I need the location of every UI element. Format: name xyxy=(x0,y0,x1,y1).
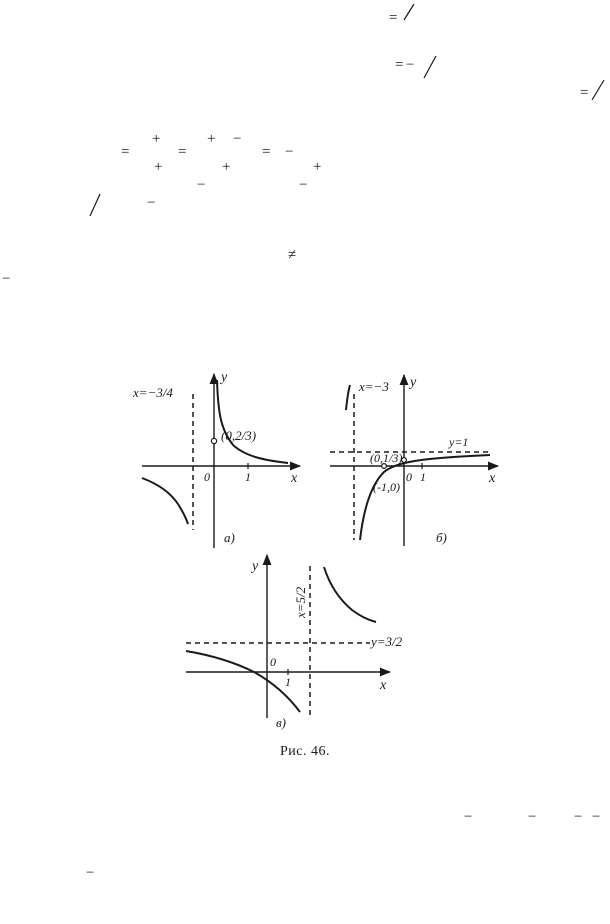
point-label: (0,1/3) xyxy=(370,451,402,465)
figure-caption: Рис. 46. xyxy=(280,744,330,759)
x-axis-label: x xyxy=(379,678,387,693)
curve-right-branch xyxy=(216,379,289,464)
formula-fragment: + xyxy=(152,131,161,147)
y-axis-label: y xyxy=(408,375,417,390)
tick-label: 1 xyxy=(420,470,426,484)
origin-label: 0 xyxy=(270,655,276,669)
asymptote-label: y=1 xyxy=(448,435,468,449)
x-axis-label: x xyxy=(290,471,298,486)
slash-mark xyxy=(591,79,605,101)
formula-fragment: ≠ xyxy=(288,247,297,263)
formula-fragment: − xyxy=(528,809,537,825)
formula-fragment: − xyxy=(86,865,95,881)
curve-left-branch xyxy=(141,477,189,525)
slash-mark xyxy=(423,55,437,79)
panel-c: y x=5/2 y=3/2 0 1 x в) xyxy=(185,553,403,730)
point-label: (-1,0) xyxy=(373,480,400,494)
panel-letter: а) xyxy=(224,530,235,545)
origin-label: 0 xyxy=(204,470,210,484)
y-axis-label: y xyxy=(219,370,228,385)
y-axis-label: y xyxy=(250,559,259,574)
curve-right-branch xyxy=(359,454,491,541)
formula-fragment: = xyxy=(178,144,187,160)
slash-mark xyxy=(403,3,415,21)
point-marker xyxy=(210,437,218,445)
panel-a: x=−3/4 y (0,2/3) 0 1 x а) xyxy=(132,370,302,548)
formula-fragment: − xyxy=(233,131,242,147)
formula-fragment: = xyxy=(121,144,130,160)
origin-label: 0 xyxy=(406,470,412,484)
formula-fragment: + xyxy=(313,159,322,175)
point-label: (0,2/3) xyxy=(221,428,256,443)
formula-fragment: − xyxy=(406,57,415,73)
formula-fragment: − xyxy=(2,271,11,287)
formula-fragment: + xyxy=(154,159,163,175)
panel-b: x=−3 y y=1 (0,1/3) (-1,0) 0 1 x б) xyxy=(330,373,500,546)
slash-mark xyxy=(89,193,101,217)
formula-fragment: = xyxy=(262,144,271,160)
formula-fragment: + xyxy=(207,131,216,147)
asymptote-label: x=−3 xyxy=(358,379,389,394)
point-marker xyxy=(401,457,408,464)
formula-fragment: − xyxy=(285,144,294,160)
tick-label: 1 xyxy=(285,675,291,689)
curve-right-branch xyxy=(323,566,377,623)
formula-fragment: − xyxy=(197,177,206,193)
point-marker xyxy=(381,463,388,470)
panel-letter: в) xyxy=(276,715,286,730)
formula-fragment: − xyxy=(574,809,583,825)
formula-fragment: + xyxy=(222,159,231,175)
asymptote-label: x=−3/4 xyxy=(132,385,173,400)
formula-fragment: − xyxy=(592,809,601,825)
formula-fragment: = xyxy=(580,85,589,101)
curve-left-branch xyxy=(185,650,301,713)
x-axis-label: x xyxy=(488,471,496,486)
formula-fragment: − xyxy=(464,809,473,825)
panel-letter: б) xyxy=(436,530,447,545)
asymptote-label: y=3/2 xyxy=(369,634,403,649)
asymptote-label: x=5/2 xyxy=(293,586,308,619)
formula-fragment: = xyxy=(395,57,404,73)
formula-fragment: = xyxy=(389,10,398,26)
tick-label: 1 xyxy=(245,470,251,484)
formula-fragment: − xyxy=(147,195,156,211)
curve-left-branch xyxy=(345,384,351,411)
formula-fragment: − xyxy=(299,177,308,193)
